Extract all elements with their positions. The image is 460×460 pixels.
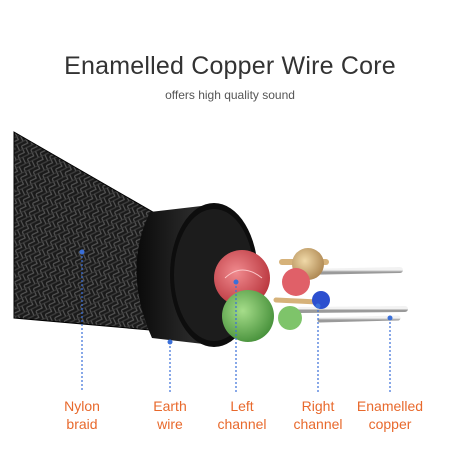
wire-cores	[214, 248, 330, 342]
label-enamelled-copper: Enamelled copper	[345, 397, 435, 433]
label-line: copper	[368, 416, 412, 432]
label-line: channel	[217, 416, 267, 432]
label-line: braid	[66, 416, 98, 432]
label-left-channel: Left channel	[197, 397, 287, 433]
red-core-tip	[282, 268, 310, 296]
label-line: Earth	[153, 398, 187, 414]
page-subtitle: offers high quality sound	[165, 88, 295, 102]
pointer-dots	[79, 249, 393, 345]
label-nylon-braid: Nylon braid	[37, 397, 127, 433]
green-core	[222, 290, 274, 342]
label-earth-wire: Earth wire	[125, 397, 215, 433]
green-core-tip	[278, 306, 302, 330]
label-line: wire	[157, 416, 183, 432]
pointer-lines	[81, 252, 391, 392]
label-line: Right	[301, 398, 335, 414]
page-title: Enamelled Copper Wire Core	[64, 52, 396, 80]
label-line: Nylon	[64, 398, 100, 414]
label-line: channel	[293, 416, 343, 432]
label-line: Left	[230, 398, 254, 414]
label-right-channel: Right channel	[273, 397, 363, 433]
blue-core	[312, 291, 330, 309]
label-line: Enamelled	[356, 398, 424, 414]
